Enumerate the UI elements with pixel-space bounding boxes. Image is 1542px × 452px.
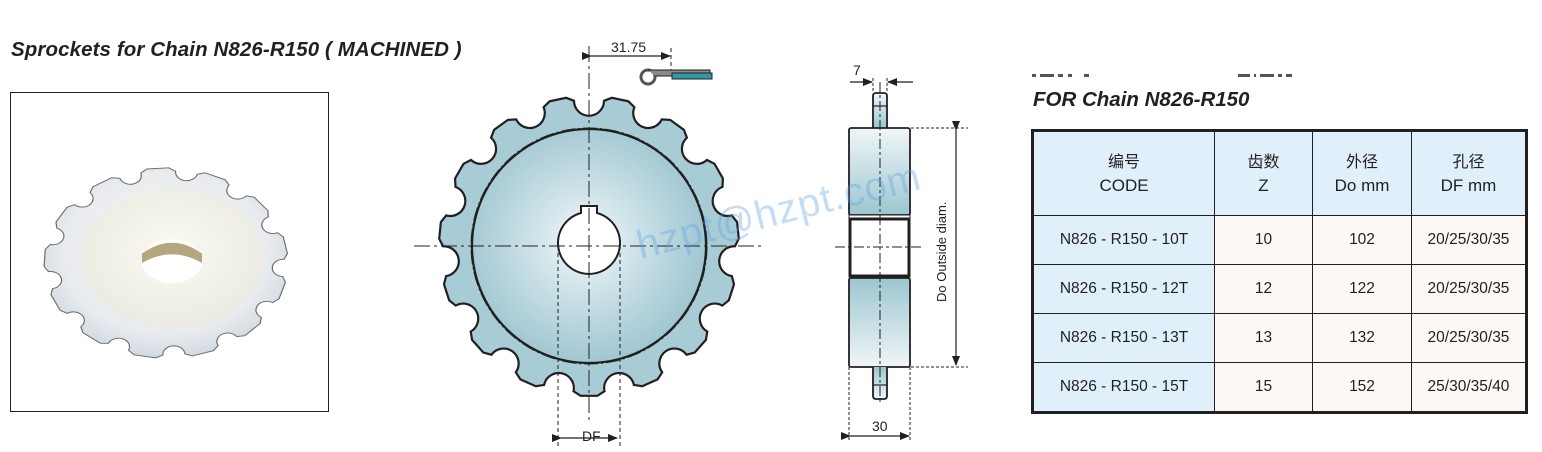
bore-label: DF	[582, 428, 601, 444]
front-view	[414, 46, 764, 446]
product-photo	[10, 92, 329, 412]
cell-bore: 25/30/35/40	[1411, 362, 1527, 413]
cell-teeth: 13	[1214, 313, 1313, 363]
width-bottom-label: 30	[872, 418, 888, 434]
cell-code: N826 - R150 - 13T	[1032, 313, 1215, 363]
table-row: N826 - R150 - 13T 13 132 20/25/30/35	[1032, 313, 1527, 363]
table-row: N826 - R150 - 12T 12 122 20/25/30/35	[1032, 264, 1527, 314]
cell-outside-diameter: 152	[1312, 362, 1412, 413]
pitch-label: 31.75	[611, 39, 646, 55]
cell-bore: 20/25/30/35	[1411, 215, 1527, 265]
table-title: FOR Chain N826-R150	[1033, 88, 1250, 111]
cell-teeth: 10	[1214, 215, 1313, 265]
cell-code: N826 - R150 - 12T	[1032, 264, 1215, 314]
table-row: N826 - R150 - 10T 10 102 20/25/30/35	[1032, 215, 1527, 265]
cell-outside-diameter: 132	[1312, 313, 1412, 363]
cell-teeth: 15	[1214, 362, 1313, 413]
sprocket-photo-illustration	[43, 167, 289, 359]
cell-outside-diameter: 102	[1312, 215, 1412, 265]
cell-outside-diameter: 122	[1312, 264, 1412, 314]
pitch-dimension: 31.75	[582, 39, 713, 86]
cell-teeth: 12	[1214, 264, 1313, 314]
cell-code: N826 - R150 - 15T	[1032, 362, 1215, 413]
cell-bore: 20/25/30/35	[1411, 264, 1527, 314]
side-view: 7 30 Do Outside diam.	[835, 62, 968, 440]
page-title: Sprockets for Chain N826-R150 ( MACHINED…	[11, 38, 462, 61]
width-top-label: 7	[853, 62, 861, 78]
cell-bore: 20/25/30/35	[1411, 313, 1527, 363]
table-row: N826 - R150 - 15T 15 152 25/30/35/40	[1032, 362, 1527, 413]
cell-code: N826 - R150 - 10T	[1032, 215, 1215, 265]
outside-diameter-label: Do Outside diam.	[934, 202, 949, 302]
faded-heading-remnant	[1032, 70, 1292, 80]
chain-link-icon	[639, 68, 713, 86]
